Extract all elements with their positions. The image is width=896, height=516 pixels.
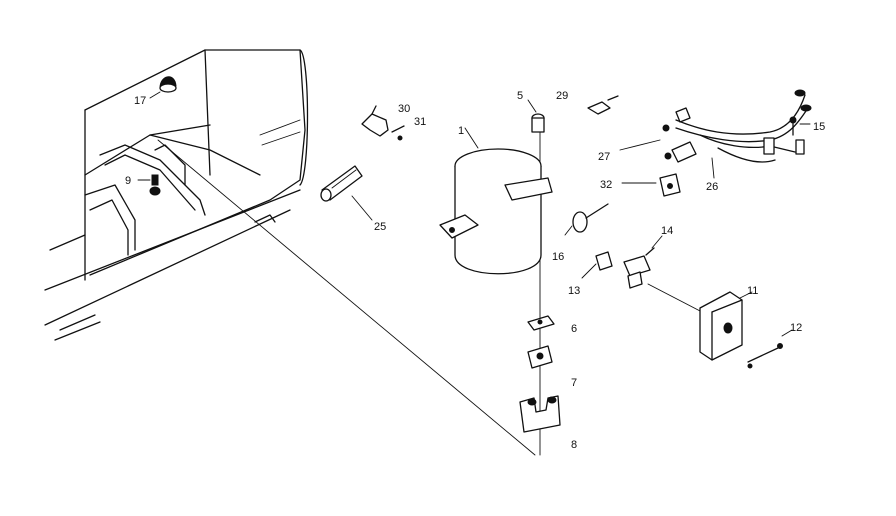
label-part-15: 15 bbox=[813, 121, 825, 133]
label-part-12: 12 bbox=[790, 322, 802, 334]
part-26-harness[interactable] bbox=[671, 89, 812, 163]
part-9-screw[interactable] bbox=[149, 174, 161, 196]
cabinet-base bbox=[44, 49, 309, 341]
label-part-17: 17 bbox=[134, 95, 146, 107]
label-part-32: 32 bbox=[600, 179, 612, 191]
label-part-30: 30 bbox=[398, 103, 410, 115]
label-part-9: 9 bbox=[125, 175, 131, 187]
part-31-screw[interactable] bbox=[391, 125, 405, 141]
label-part-29: 29 bbox=[556, 90, 568, 102]
label-part-26: 26 bbox=[706, 181, 718, 193]
label-part-31: 31 bbox=[414, 116, 426, 128]
label-part-11: 11 bbox=[747, 285, 758, 297]
part-25-tube[interactable] bbox=[320, 165, 363, 202]
label-part-25: 25 bbox=[374, 221, 386, 233]
part-5-valve[interactable] bbox=[531, 113, 545, 133]
label-part-8: 8 bbox=[571, 439, 577, 451]
label-part-1: 1 bbox=[458, 125, 464, 137]
label-part-6: 6 bbox=[571, 323, 577, 335]
label-part-16: 16 bbox=[552, 251, 564, 263]
part-1-compressor[interactable] bbox=[439, 148, 553, 275]
label-part-13: 13 bbox=[568, 285, 580, 297]
part-6-grommet[interactable] bbox=[527, 315, 555, 331]
label-part-5: 5 bbox=[517, 90, 523, 102]
part-14-relay[interactable] bbox=[623, 247, 655, 289]
part-12-screw[interactable] bbox=[747, 343, 783, 369]
part-7-mount[interactable] bbox=[527, 345, 553, 369]
label-part-27: 27 bbox=[598, 151, 610, 163]
part-16-overload[interactable] bbox=[572, 203, 609, 233]
part-30-clip[interactable] bbox=[361, 105, 389, 137]
part-8-bracket[interactable] bbox=[519, 395, 561, 433]
part-11-relay-cover[interactable] bbox=[699, 291, 743, 361]
part-27-screw[interactable] bbox=[662, 124, 672, 160]
part-15-screw[interactable] bbox=[789, 116, 797, 136]
part-29-clip[interactable] bbox=[587, 95, 619, 115]
part-32-clamp[interactable] bbox=[659, 173, 681, 197]
leader-line bbox=[157, 139, 536, 456]
part-13-relay-clip[interactable] bbox=[595, 251, 613, 271]
part-17-grommet[interactable] bbox=[159, 76, 177, 93]
label-part-14: 14 bbox=[661, 225, 673, 237]
label-part-7: 7 bbox=[571, 377, 577, 389]
